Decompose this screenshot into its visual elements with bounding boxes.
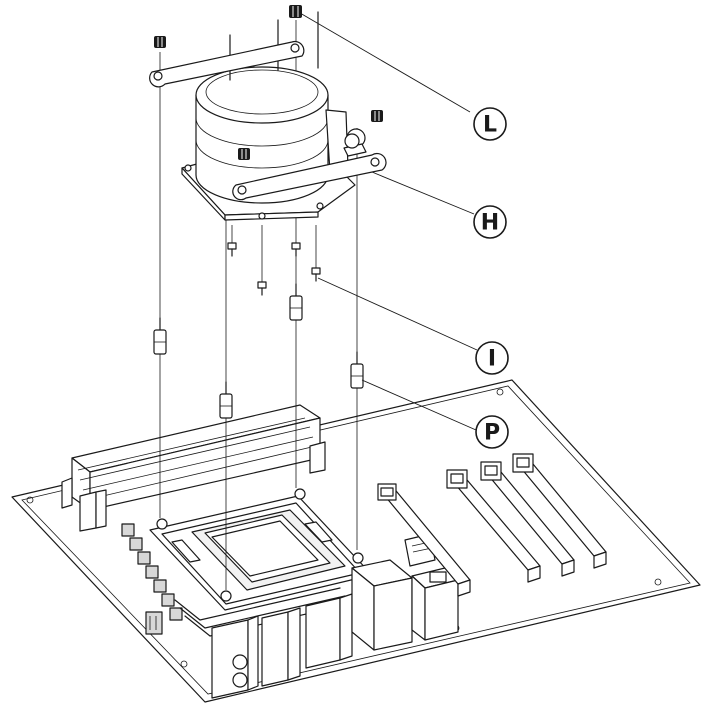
svg-text:H: H [481, 211, 499, 236]
vrm-components [121, 523, 183, 635]
leader-lines [299, 12, 478, 431]
thumb-screw-2 [289, 5, 302, 18]
small-screw-1 [227, 242, 237, 257]
svg-text:L: L [483, 113, 497, 138]
callout-H: H [473, 205, 507, 239]
small-screws [227, 242, 321, 296]
lower-bracket [232, 133, 387, 201]
pcie-slots [377, 453, 607, 597]
thumb-screw-4 [371, 110, 383, 122]
small-screw-4 [311, 267, 321, 282]
standoff-1 [153, 317, 167, 355]
standoff-3 [219, 381, 233, 419]
top-bracket [149, 40, 305, 88]
chipset [351, 533, 459, 651]
callout-L: L [473, 107, 507, 141]
standoff-4 [350, 351, 364, 389]
thumb-screw-1 [154, 36, 166, 48]
svg-text:P: P [484, 421, 500, 446]
callout-I: I [475, 341, 509, 375]
small-screw-2 [291, 242, 301, 257]
thumb-screw-3 [238, 148, 250, 160]
svg-text:I: I [488, 347, 496, 372]
rear-io [211, 593, 353, 699]
thumb-screws [154, 5, 383, 160]
cpu-socket [149, 488, 373, 637]
standoff-2 [289, 283, 303, 321]
ram-slots [61, 404, 326, 532]
small-screw-3 [257, 281, 267, 296]
callout-P: P [475, 415, 509, 449]
standoffs [153, 283, 364, 419]
